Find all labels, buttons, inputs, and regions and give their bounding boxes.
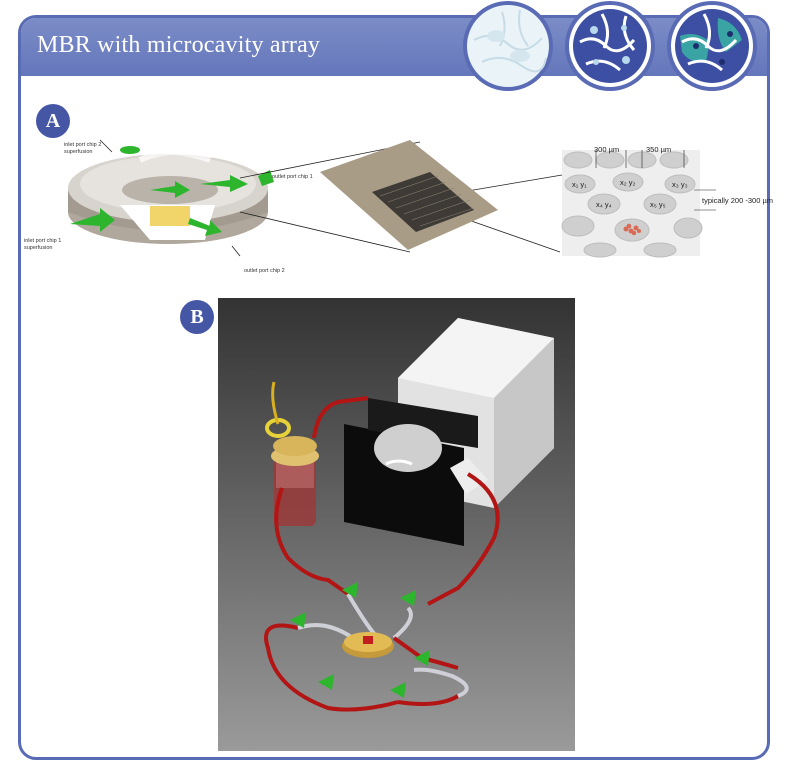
cavity-coord-5: x₅ y₅: [650, 200, 666, 209]
panel-b-setup-render: [218, 298, 575, 751]
dimension-350um: 350 µm: [646, 145, 672, 154]
label-inlet-chip1: inlet port chip 1 superfusion: [24, 238, 61, 251]
flow-arrows: [70, 146, 274, 236]
panel-b-badge: B: [180, 300, 214, 334]
figure-title: MBR with microcavity array: [37, 32, 321, 58]
dimension-300um: 300 µm: [594, 145, 620, 154]
label-inlet-chip2-line1: inlet port chip 2: [64, 142, 102, 148]
label-inlet-chip1-line2: superfusion: [24, 244, 53, 251]
panel-a-badge: A: [36, 104, 70, 138]
chip-array: [320, 140, 498, 250]
bioreactor-housing: [68, 149, 268, 244]
cells-dense-icon: [565, 1, 655, 91]
label-outlet-chip1: outlet port chip 1: [272, 174, 313, 180]
cells-stained-icon: [667, 1, 757, 91]
valves: [290, 582, 430, 698]
label-inlet-chip2-line2: superfusion: [64, 148, 93, 155]
cavity-coord-4: x₄ y₄: [596, 200, 612, 209]
dimension-cavity-size: typically 200 -300 µm: [702, 196, 774, 205]
medium-reservoir: [265, 381, 319, 526]
cavity-coord-1: x₁ y₁: [572, 180, 587, 189]
label-inlet-chip2: inlet port chip 2 superfusion: [64, 142, 101, 155]
peristaltic-pump: [344, 318, 554, 546]
label-inlet-chip1-line1: inlet port chip 1: [24, 238, 62, 244]
microbioreactor-unit: [342, 632, 394, 658]
microcavity-detail: [561, 150, 716, 258]
cavity-coord-2: x₂ y₂: [620, 178, 636, 187]
cells-sparse-icon: [463, 1, 553, 91]
cavity-coord-3: x₃ y₃: [672, 180, 688, 189]
label-outlet-chip2: outlet port chip 2: [244, 268, 285, 274]
